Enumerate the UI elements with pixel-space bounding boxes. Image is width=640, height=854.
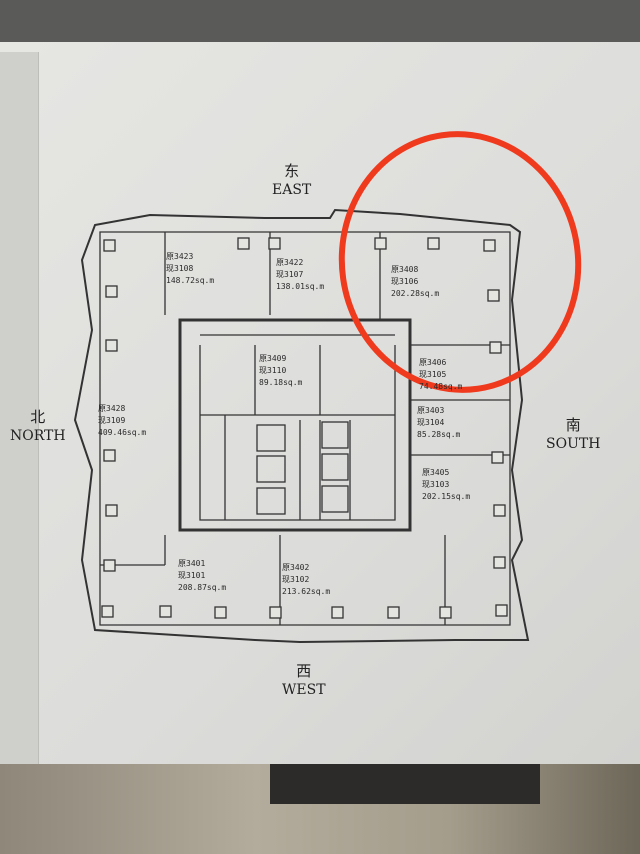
room-old-number: 原3422 — [276, 258, 304, 267]
room-old-number: 原3402 — [282, 563, 310, 572]
dark-object — [270, 764, 540, 804]
direction-north: 北 NORTH — [10, 408, 66, 446]
room-label: 原3405 现3103 202.15sq.m — [422, 467, 470, 503]
room-old-number: 原3403 — [417, 406, 445, 415]
room-old-number: 原3428 — [98, 404, 126, 413]
direction-east-cn: 东 — [284, 162, 300, 180]
room-old-number: 原3409 — [259, 354, 287, 363]
room-area: 213.62sq.m — [282, 587, 331, 596]
outer-wall — [73, 208, 530, 644]
direction-north-cn: 北 — [30, 408, 46, 426]
room-area: 148.72sq.m — [166, 276, 215, 285]
room-new-number: 现3102 — [282, 575, 310, 584]
inner-wall — [99, 231, 511, 626]
room-new-number: 现3101 — [178, 571, 206, 580]
room-old-number: 原3423 — [166, 252, 194, 261]
room-new-number: 现3105 — [419, 370, 447, 379]
highlight-circle — [338, 131, 582, 393]
room-area: 202.15sq.m — [422, 492, 471, 501]
direction-south-cn: 南 — [565, 416, 581, 434]
direction-south: 南 SOUTH — [546, 416, 600, 454]
room-label: 原3408 现3106 202.28sq.m — [391, 264, 439, 300]
room-label: 原3409 现3110 89.18sq.m — [259, 353, 302, 389]
room-new-number: 现3108 — [166, 264, 194, 273]
room-label: 原3406 现3105 74.48sq.m — [419, 357, 462, 393]
room-new-number: 现3109 — [98, 416, 126, 425]
room-label: 原3403 现3104 85.28sq.m — [417, 405, 460, 441]
direction-east-en: EAST — [272, 182, 312, 198]
room-area: 202.28sq.m — [391, 289, 440, 298]
room-area: 74.48sq.m — [419, 382, 463, 391]
room-new-number: 现3107 — [276, 270, 304, 279]
direction-east: 东 EAST — [272, 162, 311, 200]
room-old-number: 原3405 — [422, 468, 450, 477]
room-area: 409.46sq.m — [98, 428, 147, 437]
room-label: 原3423 现3108 148.72sq.m — [166, 251, 214, 287]
room-label: 原3401 现3101 208.87sq.m — [178, 558, 226, 594]
room-label: 原3422 现3107 138.01sq.m — [276, 257, 324, 293]
room-area: 208.87sq.m — [178, 583, 227, 592]
paper-fold — [0, 52, 39, 764]
room-area: 89.18sq.m — [259, 378, 303, 387]
room-label: 原3402 现3102 213.62sq.m — [282, 562, 330, 598]
room-new-number: 现3103 — [422, 480, 450, 489]
room-new-number: 现3106 — [391, 277, 419, 286]
room-new-number: 现3110 — [259, 366, 287, 375]
room-old-number: 原3406 — [419, 358, 447, 367]
direction-west-en: WEST — [282, 682, 326, 698]
direction-north-en: NORTH — [10, 428, 66, 444]
room-old-number: 原3401 — [178, 559, 206, 568]
core-wall — [178, 318, 412, 532]
partitions — [100, 232, 510, 625]
room-label: 原3428 现3109 409.46sq.m — [98, 403, 146, 439]
direction-west: 西 WEST — [282, 662, 326, 700]
columns — [101, 237, 508, 619]
direction-west-cn: 西 — [296, 662, 312, 680]
room-new-number: 现3104 — [417, 418, 445, 427]
room-area: 138.01sq.m — [276, 282, 325, 291]
elevators — [256, 421, 349, 515]
direction-south-en: SOUTH — [546, 436, 601, 452]
room-area: 85.28sq.m — [417, 430, 461, 439]
room-old-number: 原3408 — [391, 265, 419, 274]
